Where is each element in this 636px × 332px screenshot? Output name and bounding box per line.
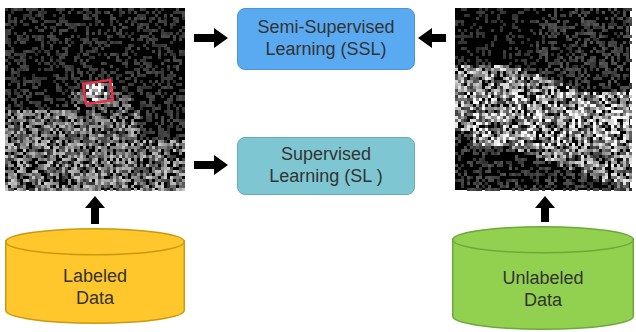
process-box: Supervised Learning (SL ) [237,137,415,195]
database-cylinder: Labeled Data [5,228,185,324]
node-label: Labeled Data [50,266,140,309]
node-label: Semi-Supervised Learning (SSL) [248,17,404,60]
sar-image [455,8,632,191]
cylinder-top [453,227,634,253]
node-label: Supervised Learning (SL ) [248,144,404,187]
target-box [83,80,113,104]
arrow [194,28,228,48]
process-box: Semi-Supervised Learning (SSL) [237,8,415,70]
arrow [418,28,446,48]
node-label: Unlabeled Data [488,268,598,311]
arrow [535,196,555,222]
database-cylinder: Unlabeled Data [452,226,634,330]
cylinder-top [6,229,185,255]
arrow [194,155,228,175]
sar-image [5,8,185,191]
arrow [85,196,105,224]
